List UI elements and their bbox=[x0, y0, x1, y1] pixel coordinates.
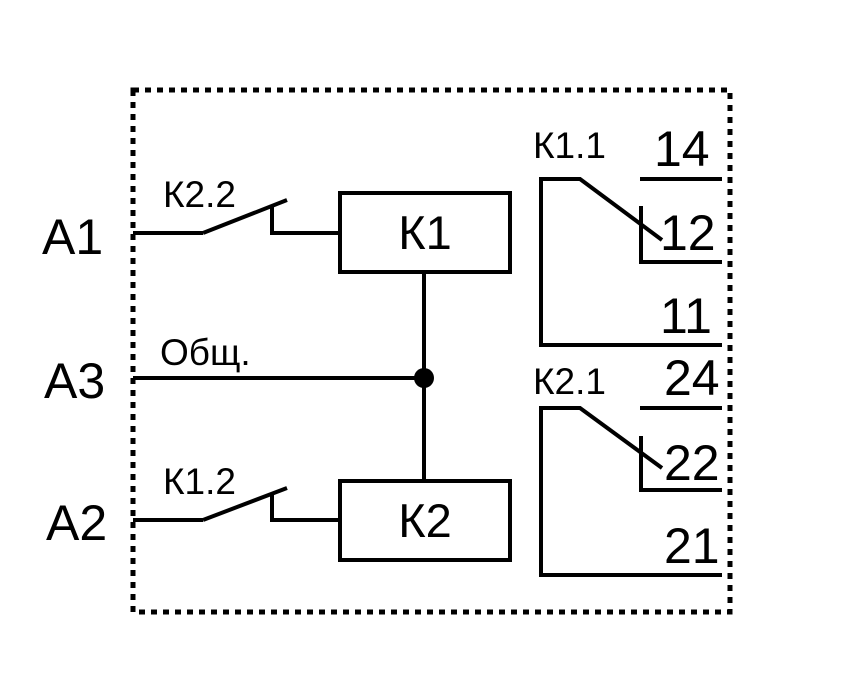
relay-k11-label: К1.1 bbox=[533, 125, 606, 166]
terminal-a1-label: A1 bbox=[42, 209, 103, 265]
pin-11-label: 11 bbox=[660, 288, 712, 344]
k22-contact-blade bbox=[202, 198, 288, 235]
k22-contact-stop bbox=[270, 206, 340, 235]
pin-22-label: 22 bbox=[664, 435, 720, 491]
common-label: Общ. bbox=[160, 332, 251, 373]
k11-common-path bbox=[539, 177, 722, 347]
junction-dot bbox=[414, 368, 434, 388]
k11-nc-line bbox=[639, 206, 722, 264]
nc-contact-k12-label: К1.2 bbox=[163, 461, 236, 502]
pin-14-label: 14 bbox=[654, 121, 710, 177]
nc-contact-k22-label: К2.2 bbox=[163, 174, 236, 215]
a2-branch bbox=[133, 486, 340, 522]
relay-k21-contact bbox=[539, 406, 722, 577]
relay-k11-contact bbox=[539, 177, 722, 347]
k12-contact-stop bbox=[270, 493, 340, 522]
pin-12-label: 12 bbox=[660, 205, 716, 261]
terminal-a3-label: A3 bbox=[44, 353, 105, 409]
k21-nc-line bbox=[639, 436, 722, 492]
relay-k21-label: К2.1 bbox=[533, 361, 606, 402]
coil-k1-label: К1 bbox=[398, 206, 452, 259]
enclosure-border bbox=[130, 87, 733, 615]
terminal-a2-label: A2 bbox=[46, 495, 107, 551]
coil-k2 bbox=[338, 479, 512, 562]
pin-21-label: 21 bbox=[664, 518, 720, 574]
coil-k2-label: К2 bbox=[398, 494, 452, 547]
k21-common-path bbox=[539, 406, 722, 577]
a1-branch bbox=[133, 198, 340, 235]
pin-24-label: 24 bbox=[664, 350, 720, 406]
